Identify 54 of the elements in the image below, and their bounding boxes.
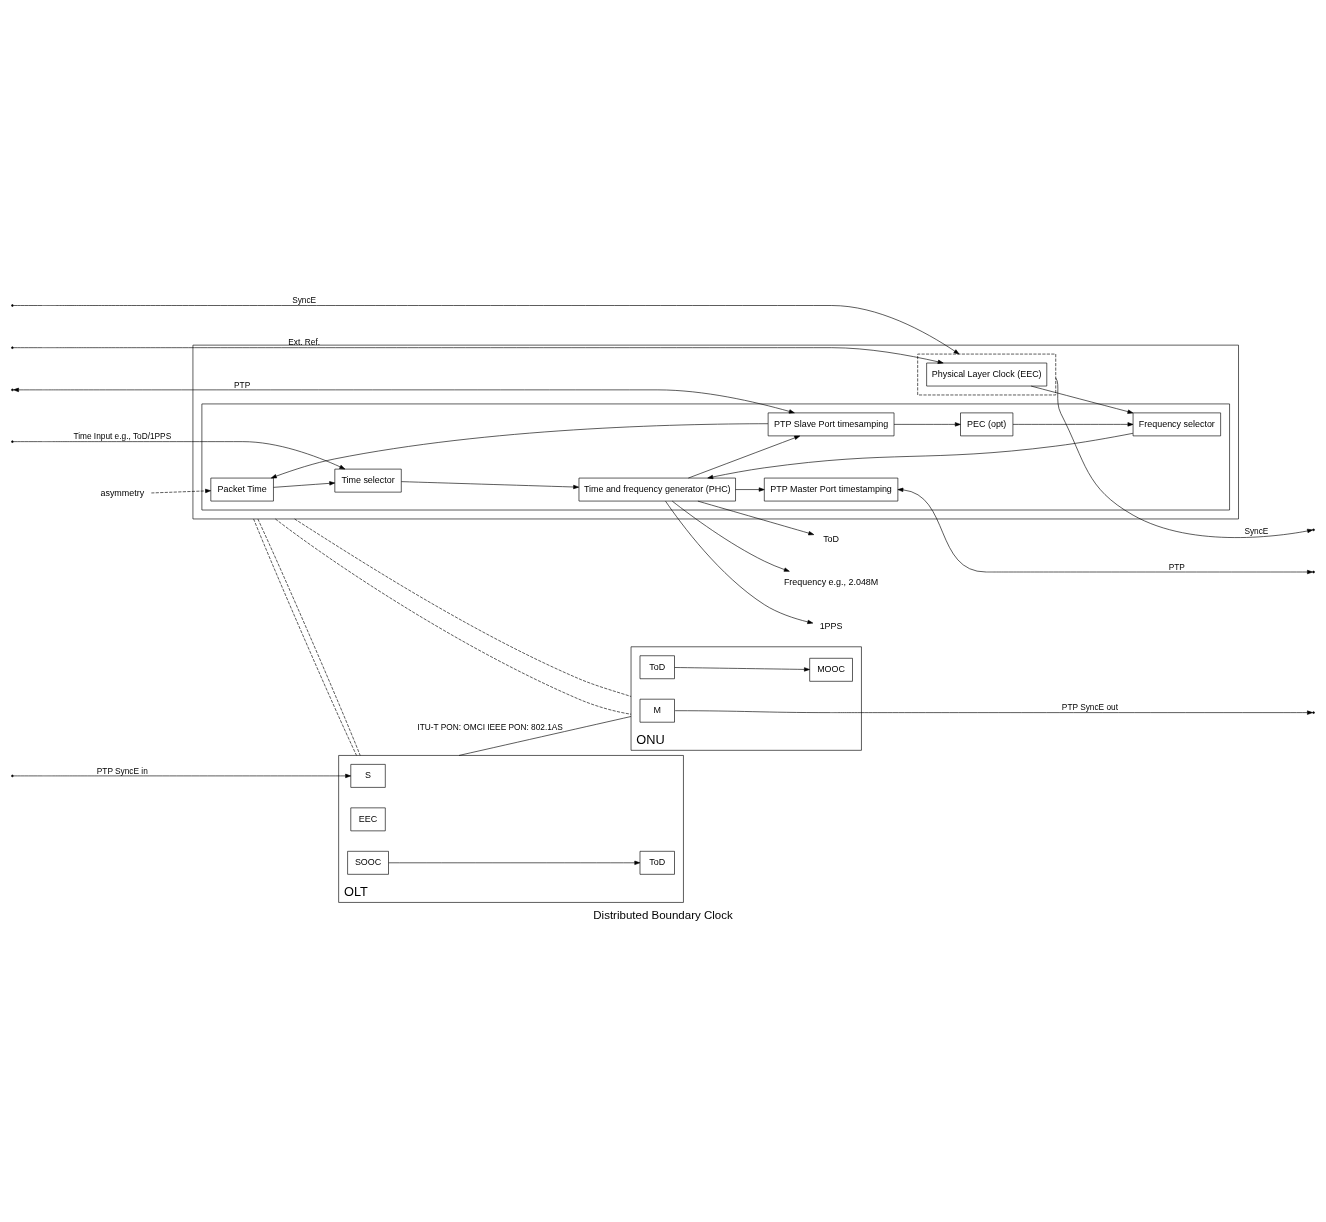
edge-label: PTP [1168, 561, 1185, 572]
arrow [671, 500, 790, 572]
node-box: S [350, 764, 386, 788]
node-box: M [639, 698, 675, 723]
edge-label: ITU-T PON: OMCI IEEE PON: 802.1AS [417, 721, 563, 732]
connector [458, 716, 632, 756]
arrow [401, 481, 580, 490]
node-box: MOOC [809, 657, 853, 682]
arrow [735, 487, 765, 492]
node-box: ToD [639, 851, 675, 875]
arrow [13, 773, 351, 778]
node-box: Physical Layer Clock (EEC) [926, 362, 1048, 387]
node-box: ToD [639, 655, 675, 680]
edge-label: Ext. Ref. [288, 337, 321, 348]
node-box: EEC [350, 807, 386, 832]
arrow [13, 441, 346, 470]
node-box: PEC (opt) [960, 412, 1014, 437]
arrow [688, 435, 801, 479]
edge-label: Time Input e.g., ToD/1PPS [73, 431, 172, 442]
node-text: 1PPS [819, 620, 843, 631]
arrow [893, 422, 961, 427]
node-box: Time selector [334, 468, 402, 493]
arrow [151, 488, 211, 494]
arrow [674, 667, 810, 672]
node-box: Packet Time [210, 477, 274, 502]
arrow [273, 481, 336, 488]
arrow [707, 433, 1134, 480]
node-text: asymmetry [100, 488, 145, 499]
arrow [1030, 385, 1134, 414]
node-box: SOOC [347, 851, 389, 875]
arrow [388, 860, 641, 865]
node-box: PTP Slave Port timesamping [767, 412, 895, 437]
edge-label: SyncE [292, 295, 317, 306]
edge-label: PTP [234, 379, 251, 390]
edge-label: PTP SyncE in [96, 765, 148, 776]
arrow [665, 500, 814, 624]
edge-label: PTP SyncE out [1061, 702, 1118, 713]
caption: Distributed Boundary Clock [593, 909, 733, 922]
arrow [270, 423, 769, 479]
arrow [13, 387, 795, 414]
node-box: Frequency selector [1132, 412, 1221, 437]
node-box: PTP Master Port timestamping [763, 477, 899, 502]
node-text: Frequency e.g., 2.048M [783, 577, 879, 588]
node-box: Time and frequency generator (PHC) [578, 477, 736, 502]
arrow [674, 710, 1313, 715]
cluster [201, 403, 1230, 511]
arrow [13, 305, 960, 355]
edge-label: SyncE [1244, 525, 1269, 536]
node-text: ToD [823, 533, 840, 544]
arrow [697, 500, 815, 536]
cluster [192, 344, 1239, 520]
arrow [1012, 422, 1134, 427]
arrow [13, 347, 944, 364]
cluster [917, 353, 1057, 396]
